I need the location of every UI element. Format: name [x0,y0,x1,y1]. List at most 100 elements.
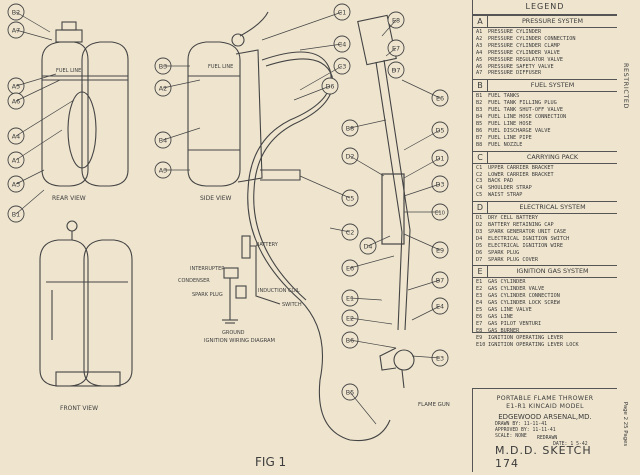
legend-item: B1 FUEL TANKS [473,93,617,100]
rear-view-label: REAR VIEW [52,195,86,202]
title-redrawn: REDRAWN [537,436,558,441]
page-marker-text: Page 2 25 Pages [622,401,628,447]
legend-item-code: C5 [476,192,483,199]
callout-circle-a1 [7,151,25,169]
legend-section-letter: C [473,151,488,163]
legend-section-title: FUEL SYSTEM [530,81,575,90]
legend-item-code: E2 [476,286,483,293]
callout-label-c5: C5 [346,194,355,202]
legend-item-label: DRY CELL BATTERY [488,215,538,222]
side-view-label: SIDE VIEW [200,195,232,202]
legend-item-label: PRESSURE REGULATOR VALVE [488,56,563,63]
legend-item-code: E1 [476,279,483,286]
legend-item-label: FUEL TANK FILLING PLUG [488,100,557,107]
legend-item-label: GAS CYLINDER LOCK SCREW [488,300,560,307]
legend-item-label: FUEL TANKS [488,93,520,100]
legend-item-code: C3 [476,178,483,185]
title-line-2: E1-R1 KINCAID MODEL [506,402,584,410]
legend-item-code: D2 [476,222,483,229]
callout-label-a5: A5 [12,82,20,90]
callout-label-d7: D7 [392,66,401,74]
front-view: FRONT VIEW [39,220,133,412]
callout-leader-a7 [15,29,53,41]
fuel-line-label: FUEL LINE [56,68,81,74]
legend-section-title: PRESSURE SYSTEM [521,17,584,25]
callout-label-e2: E2 [346,314,354,322]
callout-leader-c2 [329,227,351,233]
callout-label-c4: C4 [338,40,347,48]
flame-gun-label: FLAME GUN [418,402,450,408]
callout-leader-b2 [15,11,51,33]
callout-leader-a1 [15,129,63,161]
legend-item-label: GAS LINE [488,314,513,320]
callout-leader-e1 [349,297,383,301]
legend-item-code: E6 [476,314,483,320]
legend-item-label: LOWER CARRIER BRACKET [488,171,554,178]
callout-circle-b2 [7,3,25,21]
callout-leader-d1 [403,157,441,179]
callout-label-a2: A2 [159,84,167,92]
legend-item-label: PRESSURE SAFETY VALVE [488,63,554,70]
callout-leader-e9b [403,233,441,251]
callout-label-a3_: A3 [159,166,167,174]
restricted-text: RESTRICTED [622,62,630,110]
callout-leader-a5 [15,73,57,87]
legend-item-label: FUEL DISCHARGE VALVE [488,127,551,134]
callout-circle-b1 [7,205,25,223]
callout-label-b7: B7 [436,276,444,284]
callout-label-e10: E10 [435,210,445,216]
legend-section-title: CARRYING PACK [526,152,579,161]
legend-item-code: D6 [476,249,483,256]
legend-item-label: ELECTRICAL IGNITION SWITCH [488,235,570,242]
callout-leader-d2 [349,155,385,177]
legend-item-code: B3 [476,107,483,114]
legend-item-code: B7 [476,134,483,141]
legend-item-label: BACK PAD [488,178,513,185]
callout-leader-a4 [15,99,75,137]
legend-item-label: IGNITION OPERATING LEVER [488,334,563,341]
legend-item-code: A3 [476,42,483,49]
legend-item-code: B1 [476,93,483,100]
legend-item-code: E4 [476,300,483,307]
legend-item-code: C2 [476,171,483,178]
restricted-marking: RESTRICTED [618,48,632,128]
wiring-caption: IGNITION WIRING DIAGRAM [204,338,275,344]
legend-item-label: SPARK PLUG COVER [488,256,538,263]
front-view-label: FRONT VIEW [60,405,98,412]
callout-label-b1: B1 [12,210,20,218]
legend-item-code: D1 [476,215,483,222]
legend-item-label: PRESSURE CYLINDER [488,29,542,35]
page-marker: Page 2 25 Pages [616,402,634,446]
legend-item-code: E10 [476,341,486,348]
callout-label-d6: D6 [326,82,335,90]
callout-label-c1: C1 [338,8,347,16]
title-date: DATE: 1 5-42 [553,442,588,447]
callout-label-e6: E6 [346,264,354,272]
callout-leader-b6 [349,339,397,349]
fig-label: FIG 1 [255,455,286,469]
legend-item-label: IGNITION OPERATING LEVER LOCK [488,341,579,348]
legend-item-code: A4 [476,49,483,56]
legend-item-label: FUEL LINE HOSE CONNECTION [488,114,567,121]
legend-section-title: ELECTRICAL SYSTEM [519,203,586,212]
legend-item-label: UPPER CARRIER BRACKET [488,164,554,171]
callout-label-a4: A4 [12,132,20,140]
legend-item-label: GAS PILOT VENTURI [488,320,542,327]
legend-item-code: E5 [476,307,483,314]
legend-item-code: B5 [476,120,483,127]
callout-leader-a6 [15,79,61,102]
title-block: PORTABLE FLAME THROWER E1-R1 KINCAID MOD… [472,388,617,472]
callout-label-e6b: E6 [436,94,444,102]
